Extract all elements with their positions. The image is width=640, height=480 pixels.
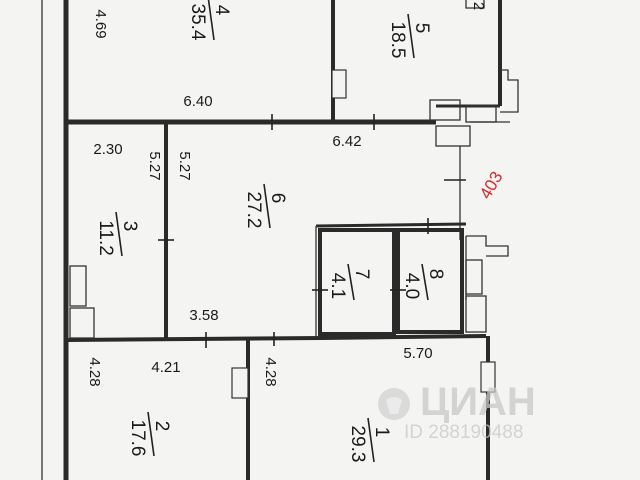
room-2-label: 2 17.6 <box>127 411 172 457</box>
wall <box>65 336 323 342</box>
room-area: 4.0 <box>401 273 422 299</box>
room-number: 8 <box>425 269 446 280</box>
window-niche <box>69 265 87 307</box>
apartment-number: 403 <box>476 168 507 202</box>
shaft <box>465 105 497 123</box>
room-number: 5 <box>411 23 432 34</box>
room-number: 6 <box>267 193 288 204</box>
room-number: 4 <box>211 5 232 16</box>
dimension-label: 4.28 <box>262 357 279 386</box>
partial-label: 2 <box>470 2 487 10</box>
room-area: 17.6 <box>127 420 148 457</box>
dimension-label: 6.40 <box>183 93 212 110</box>
room-label-divider <box>263 183 271 229</box>
room-label-divider <box>207 0 215 41</box>
shaft <box>435 125 471 147</box>
room-number: 2 <box>151 421 172 432</box>
facade-edge <box>500 69 519 113</box>
watermark-id: ID 288190488 <box>404 422 523 443</box>
room-label-divider <box>115 211 123 257</box>
room-area: 35.4 <box>187 4 208 41</box>
door <box>480 361 496 393</box>
room-number: 3 <box>119 221 140 232</box>
shaft <box>465 295 487 333</box>
dimension-label: 6.42 <box>332 133 361 150</box>
window-niche <box>69 307 95 339</box>
dimension-label: 2.30 <box>93 141 122 158</box>
room-3-label: 3 11.2 <box>95 211 140 257</box>
wall <box>315 222 467 228</box>
room-7-label: 7 4.1 <box>327 263 372 301</box>
room-1-label: 1 29.3 <box>347 417 392 463</box>
shaft <box>465 259 483 295</box>
room-8-label: 8 4.0 <box>401 263 446 301</box>
dimension-label: 4.28 <box>86 357 103 386</box>
watermark-logo <box>378 388 410 420</box>
room-area: 4.1 <box>327 273 348 299</box>
watermark-brand: ЦИАН <box>420 380 536 424</box>
wall <box>321 334 487 340</box>
room-6-label: 6 27.2 <box>243 183 288 229</box>
room-number: 7 <box>351 269 372 280</box>
room-area: 18.5 <box>387 22 408 59</box>
riser <box>466 235 509 257</box>
dimension-label: 4.69 <box>92 9 109 38</box>
dimension-label: 5.70 <box>403 345 432 362</box>
room-4-label: 4 35.4 <box>187 0 232 41</box>
dimension-label: 4.21 <box>151 359 180 376</box>
watermark: ЦИАН ID 288190488 <box>378 380 536 443</box>
door <box>231 367 249 399</box>
room-label-divider <box>367 417 375 463</box>
dimension-label: 5.27 <box>176 151 193 180</box>
dimension-label: 5.27 <box>146 151 163 180</box>
room-5-label: 5 18.5 <box>387 13 432 59</box>
door <box>331 69 347 99</box>
room-7-wall <box>318 228 396 336</box>
room-label-divider <box>347 263 355 301</box>
room-label-divider <box>147 411 155 457</box>
room-area: 29.3 <box>347 426 368 463</box>
room-label-divider <box>421 263 429 301</box>
room-number: 1 <box>371 427 392 438</box>
dimension-label: 3.58 <box>189 307 218 324</box>
balcony-edge <box>465 0 485 9</box>
room-label-divider <box>407 13 415 59</box>
room-area: 27.2 <box>243 192 264 229</box>
room-area: 11.2 <box>95 220 116 256</box>
shaft <box>429 99 461 121</box>
room-8-wall <box>396 228 464 334</box>
